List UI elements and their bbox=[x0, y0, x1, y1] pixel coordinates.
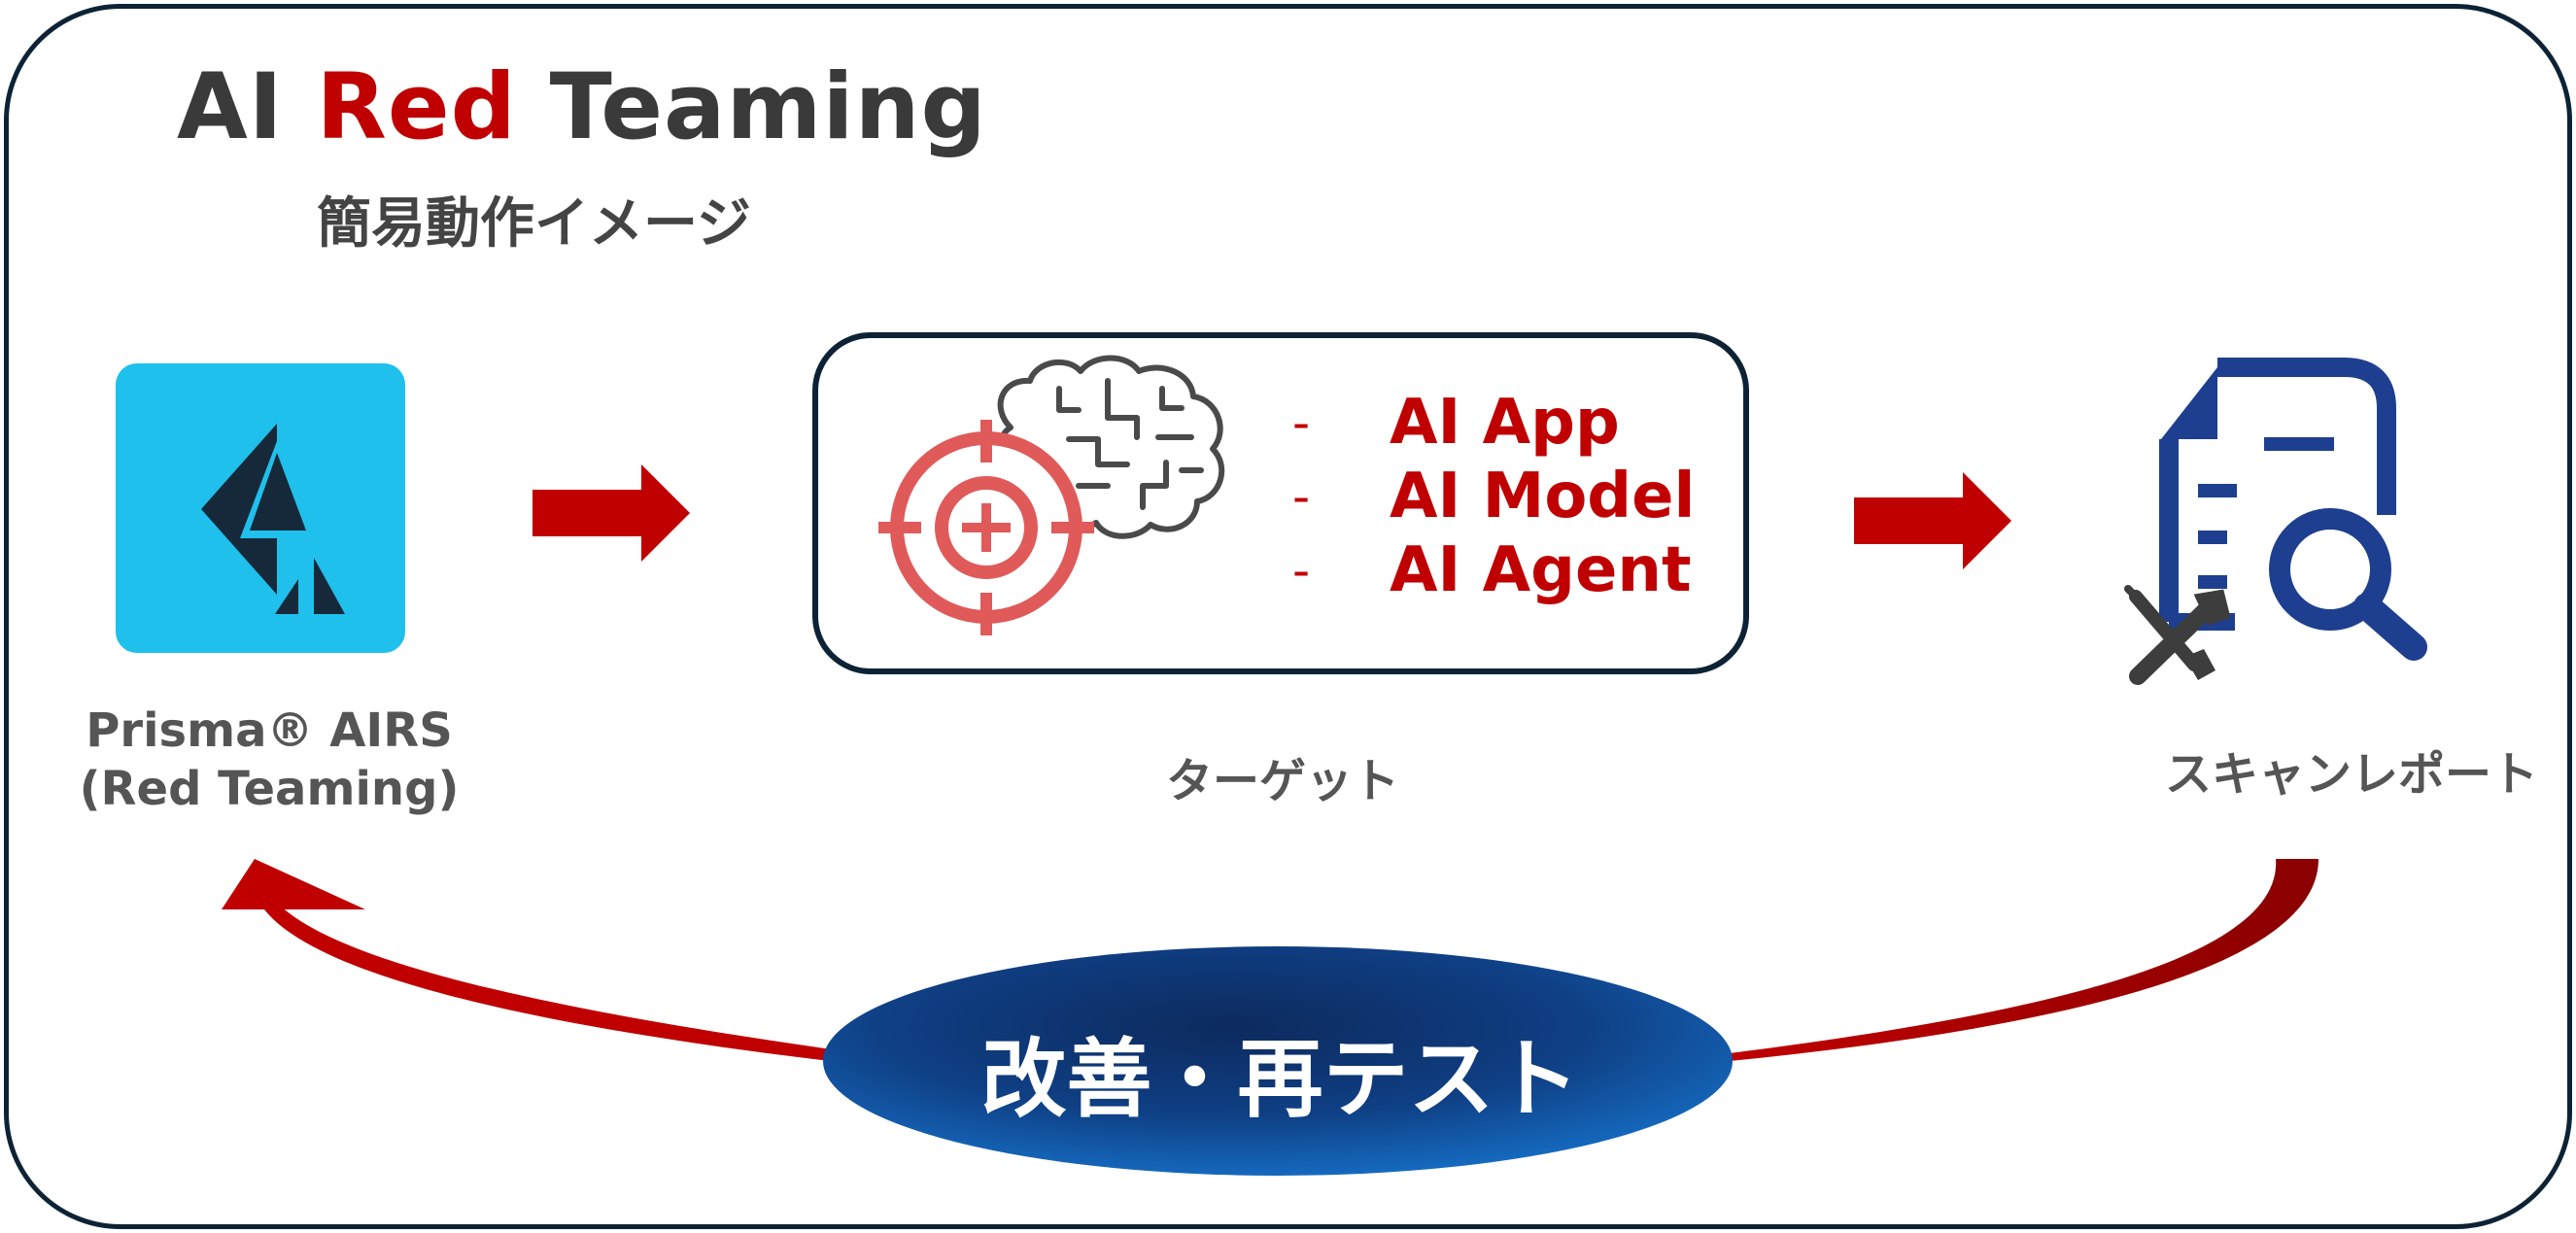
target-item-text: AI App bbox=[1390, 387, 1620, 459]
target-item-dash: - bbox=[1292, 542, 1311, 599]
page-subtitle: 簡易動作イメージ bbox=[317, 192, 751, 256]
report-label: スキャンレポート bbox=[2164, 747, 2538, 802]
target-item-dash: - bbox=[1292, 468, 1311, 525]
title-suffix: Teaming bbox=[549, 54, 987, 160]
title-highlight: Red bbox=[316, 54, 517, 160]
target-item-text: AI Agent bbox=[1390, 534, 1692, 606]
prisma-label: Prisma® AIRS (Red Teaming) bbox=[39, 702, 499, 818]
page-title: AI Red Teaming bbox=[177, 54, 987, 160]
prisma-airs-logo bbox=[116, 363, 405, 653]
target-item-app: - AI App bbox=[1292, 387, 1620, 459]
crosshair-target-icon bbox=[878, 420, 1094, 635]
curved-return-arrow bbox=[222, 859, 2318, 1063]
wrench-screwdriver-icon bbox=[2124, 585, 2231, 685]
prisma-label-line1: Prisma® AIRS bbox=[86, 703, 453, 758]
target-item-dash: - bbox=[1292, 394, 1311, 451]
prisma-logo-mark bbox=[201, 424, 345, 614]
retest-label: 改善・再テスト bbox=[980, 1029, 1580, 1129]
arrow-right-icon bbox=[532, 464, 690, 562]
target-item-text: AI Model bbox=[1390, 461, 1696, 532]
title-prefix: AI bbox=[177, 54, 284, 160]
retest-ellipse bbox=[823, 946, 1733, 1176]
document-search-icon bbox=[2159, 358, 2427, 661]
arrow-right-icon bbox=[1854, 472, 2011, 569]
prisma-label-line2: (Red Teaming) bbox=[79, 762, 460, 816]
target-item-model: - AI Model bbox=[1292, 461, 1695, 532]
target-label: ターゲット bbox=[1165, 754, 1399, 808]
target-item-agent: - AI Agent bbox=[1292, 534, 1692, 606]
